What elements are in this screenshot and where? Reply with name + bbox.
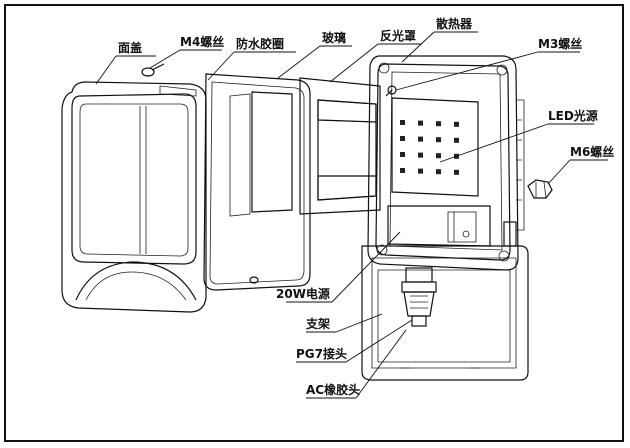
- led-chip: [454, 169, 459, 175]
- led-chip: [418, 168, 423, 174]
- label-led-source: LED光源: [548, 108, 598, 123]
- led-chip: [418, 136, 423, 142]
- led-chip: [454, 137, 459, 143]
- heatsink-shape: [367, 55, 525, 271]
- led-board-shape: [391, 97, 479, 197]
- led-chip: [400, 168, 405, 173]
- label-cover: 面盖: [118, 40, 142, 55]
- led-chip: [418, 152, 423, 158]
- m4-screw-lower-shape: [249, 276, 259, 284]
- led-chip: [400, 136, 405, 141]
- leader-lines: [95, 31, 608, 399]
- gasket-shape: [203, 73, 311, 291]
- m6-screw-shape: [527, 179, 553, 199]
- led-chip: [400, 152, 405, 157]
- label-bracket: 支架: [305, 316, 330, 331]
- reflector-shape: [299, 77, 381, 215]
- bracket-shape: [361, 245, 529, 381]
- label-ac-rubber: AC橡胶头: [306, 382, 360, 397]
- label-gasket: 防水胶圈: [236, 36, 284, 51]
- m3-screw-shape: [385, 85, 397, 97]
- led-chip: [400, 120, 405, 125]
- m4-screw-shape: [141, 63, 165, 77]
- led-chip: [436, 169, 441, 175]
- led-chip: [436, 121, 441, 127]
- label-glass: 玻璃: [322, 30, 346, 45]
- pg7-connector-shape: [401, 267, 437, 327]
- label-reflector: 反光罩: [380, 28, 416, 43]
- label-m6-screw: M6螺丝: [570, 144, 614, 159]
- led-chip: [436, 137, 441, 143]
- led-chip: [418, 120, 423, 126]
- outer-frame: [4, 4, 624, 442]
- label-pg7-connector: PG7接头: [296, 346, 347, 361]
- label-heatsink: 散热器: [436, 16, 473, 31]
- label-power-20w: 20W电源: [276, 286, 330, 301]
- led-chip: [436, 153, 441, 159]
- label-m3-screw: M3螺丝: [538, 36, 582, 51]
- label-m4-screw: M4螺丝: [180, 34, 224, 49]
- front-cover-shape: [61, 81, 207, 313]
- led-chip: [454, 121, 459, 127]
